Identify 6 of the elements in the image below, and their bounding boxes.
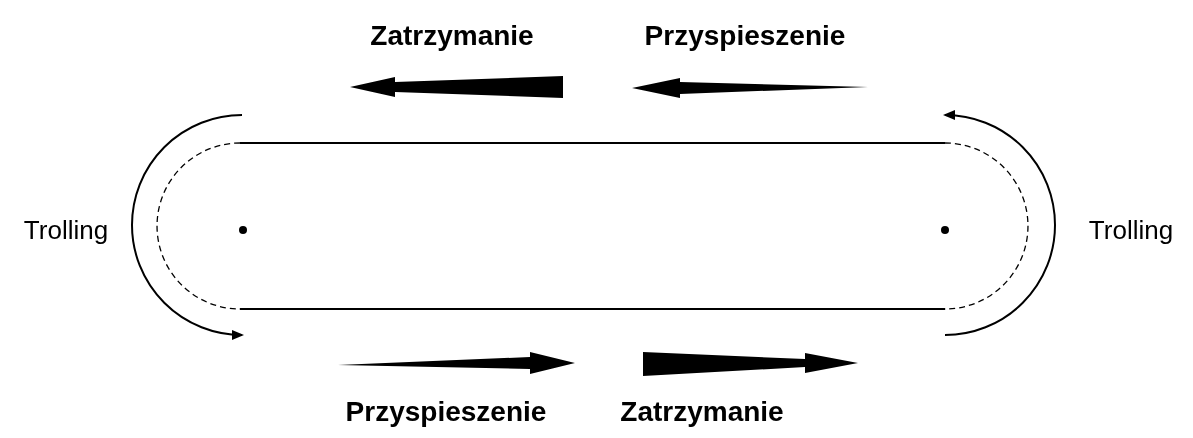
turn-label: Trolling [23,217,109,243]
turn-label: Trolling [1088,217,1174,243]
phase-label: Przyspieszenie [345,398,547,426]
phase-label: Zatrzymanie [370,22,534,50]
phase-label: Zatrzymanie [620,398,784,426]
phase-label: Przyspieszenie [644,22,846,50]
